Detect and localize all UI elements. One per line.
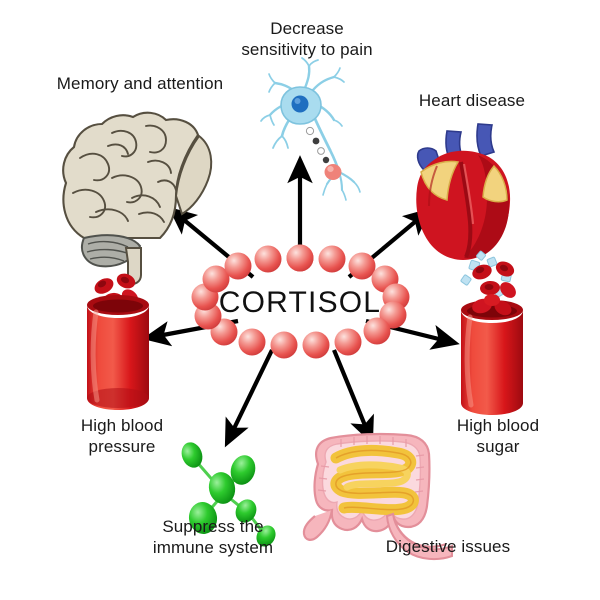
heart-illustration	[416, 123, 511, 260]
bacteria-illustration	[181, 442, 276, 547]
brain-illustration	[62, 111, 213, 285]
label-heart-disease: Heart disease	[418, 91, 526, 110]
neuron-signal-particles	[305, 126, 342, 180]
small-intestine	[330, 444, 419, 516]
label-memory-and-attention: Memory and attention	[56, 74, 224, 93]
label-decrease-sensitivity-to-pain: Decrease sensitivity to pain	[241, 19, 373, 59]
label-suppress-the-immune-system: Suppress the immune system	[152, 517, 274, 557]
blood-cells-right	[472, 261, 516, 298]
arrow-to-digestive	[332, 349, 374, 445]
blood-cells-in-vessel	[472, 294, 512, 316]
label-digestive-issues: Digestive issues	[385, 537, 511, 556]
cortisol-center-label: CORTISOL	[218, 286, 382, 319]
neuron-soma	[280, 86, 322, 125]
label-high-blood-sugar: High blood sugar	[456, 416, 540, 456]
cortisol-ring	[191, 244, 410, 359]
intestines-illustration	[302, 432, 453, 561]
blood-vessel-illustration	[87, 273, 149, 410]
intestine-ridges	[317, 436, 425, 493]
arrow-to-immune	[224, 349, 274, 448]
blood-vessel-sugar-illustration	[460, 250, 523, 415]
label-high-blood-pressure: High blood pressure	[80, 416, 164, 456]
